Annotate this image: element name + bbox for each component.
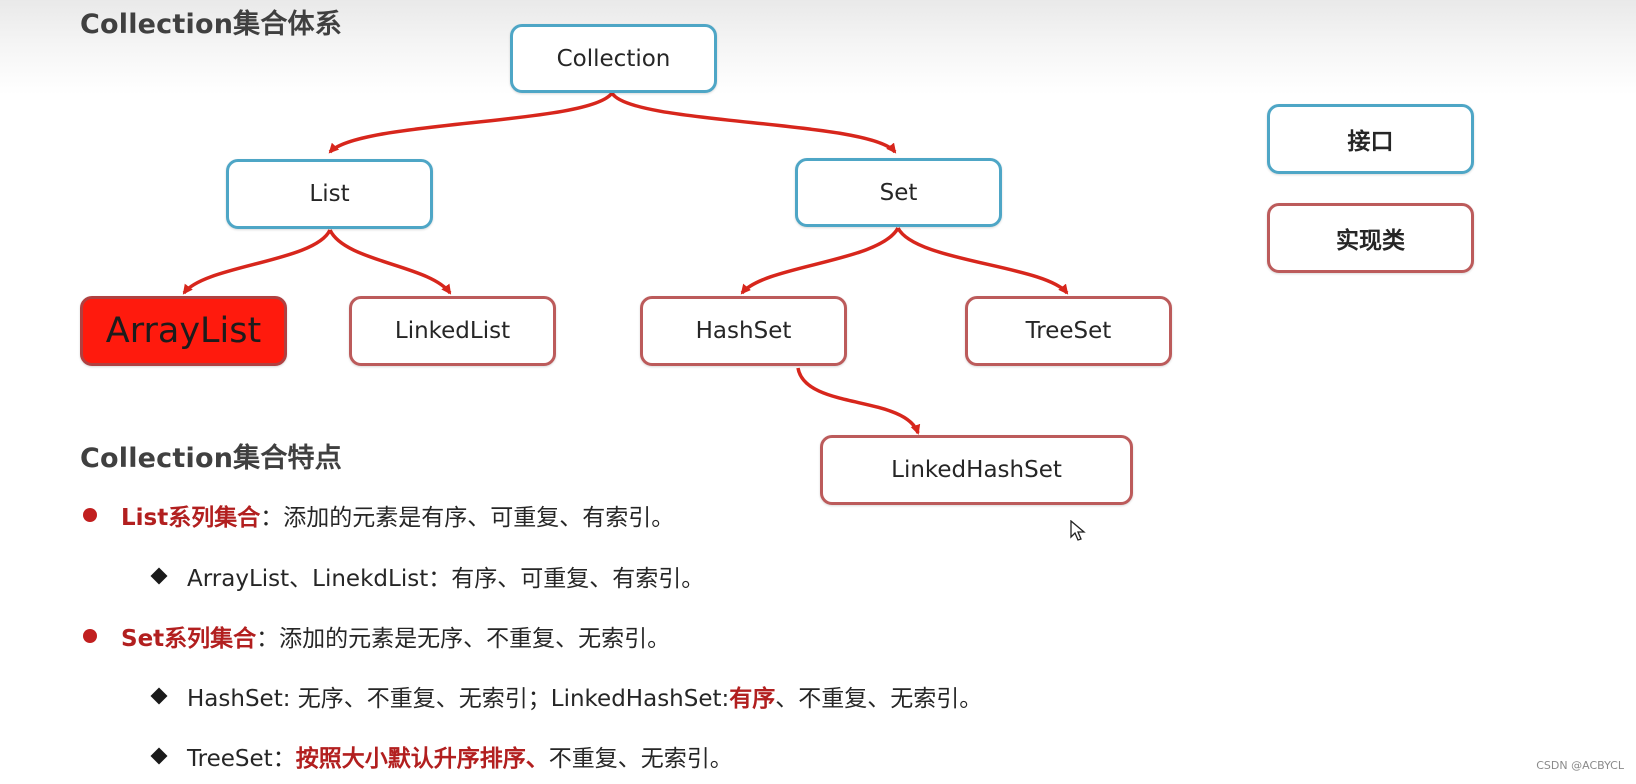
watermark: CSDN @ACBYCL xyxy=(1536,759,1624,772)
arrow-hashset-linkedhashset xyxy=(796,367,921,435)
feature-hashset-sub: HashSet: 无序、不重复、无索引；LinkedHashSet: 有序 、不… xyxy=(150,679,982,713)
legend-interface: 接口 xyxy=(1267,104,1474,174)
hashset-em: 有序 xyxy=(729,686,776,712)
arrow-collection-list xyxy=(328,91,614,154)
set-label: Set系列集合 xyxy=(121,626,257,652)
feature-set: Set系列集合 ：添加的元素是无序、不重复、无索引。 xyxy=(83,619,670,653)
node-arraylist: ArrayList xyxy=(80,296,287,366)
node-linkedhashset: LinkedHashSet xyxy=(820,435,1133,505)
arrow-set-treeset xyxy=(896,227,1069,295)
diamond-bullet-icon xyxy=(150,567,168,585)
arrow-list-linkedlist xyxy=(328,229,452,295)
page-title: Collection集合体系 xyxy=(80,9,342,40)
node-treeset: TreeSet xyxy=(965,296,1172,366)
arrow-list-arraylist xyxy=(182,229,332,295)
arrow-set-hashset xyxy=(740,227,900,295)
mouse-pointer-icon xyxy=(1070,520,1086,541)
list-desc: ：添加的元素是有序、可重复、有索引。 xyxy=(260,505,675,531)
node-linkedlist: LinkedList xyxy=(349,296,556,366)
list-sub-text: ArrayList、LinekdList：有序、可重复、有索引。 xyxy=(187,566,705,592)
legend-implementation: 实现类 xyxy=(1267,203,1474,273)
hashset-post: 、不重复、无索引。 xyxy=(775,686,983,712)
treeset-em: 按照大小默认升序排序、 xyxy=(295,746,549,772)
node-hashset: HashSet xyxy=(640,296,847,366)
diamond-bullet-icon xyxy=(150,747,168,765)
hashset-pre: HashSet: 无序、不重复、无索引；LinkedHashSet: xyxy=(187,686,730,712)
list-label: List系列集合 xyxy=(121,505,261,531)
feature-treeset-sub: TreeSet： 按照大小默认升序排序、 不重复、无索引。 xyxy=(150,739,733,773)
diamond-bullet-icon xyxy=(150,687,168,705)
node-collection: Collection xyxy=(510,24,717,93)
features-heading: Collection集合特点 xyxy=(80,443,342,474)
feature-list: List系列集合 ：添加的元素是有序、可重复、有索引。 xyxy=(83,498,674,532)
bullet-dot-icon xyxy=(83,629,97,643)
node-list: List xyxy=(226,159,433,229)
node-set: Set xyxy=(795,158,1002,227)
feature-list-sub: ArrayList、LinekdList：有序、可重复、有索引。 xyxy=(150,559,704,593)
bullet-dot-icon xyxy=(83,508,97,522)
treeset-post: 不重复、无索引。 xyxy=(548,746,733,772)
arrow-collection-set xyxy=(610,91,897,154)
set-desc: ：添加的元素是无序、不重复、无索引。 xyxy=(256,626,671,652)
treeset-pre: TreeSet： xyxy=(187,746,296,772)
